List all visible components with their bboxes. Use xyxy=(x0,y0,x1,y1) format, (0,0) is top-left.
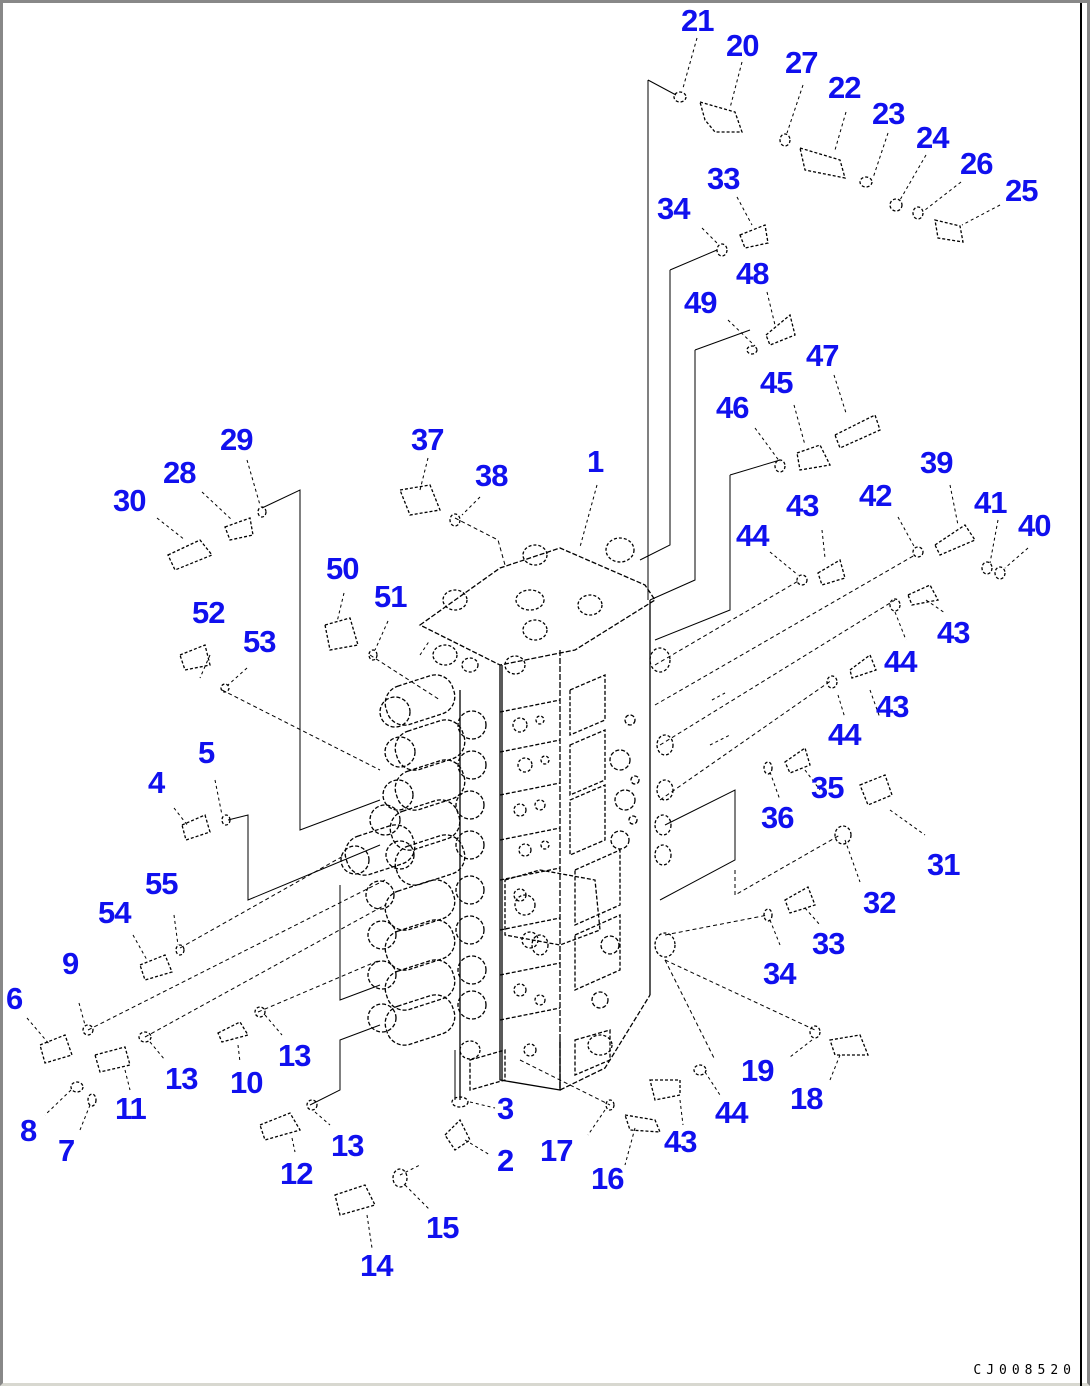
callout-46: 46 xyxy=(716,390,749,425)
callout-44-right-1: 44 xyxy=(884,644,917,679)
callout-leader-ticks xyxy=(26,37,1029,1249)
callout-13-lower: 13 xyxy=(331,1128,364,1163)
callout-2: 2 xyxy=(497,1143,514,1178)
callout-44-bottom: 44 xyxy=(715,1095,748,1130)
callout-50: 50 xyxy=(326,551,359,586)
callout-38: 38 xyxy=(475,458,508,493)
callout-24: 24 xyxy=(916,120,949,155)
callout-16: 16 xyxy=(591,1161,624,1196)
callout-4: 4 xyxy=(148,765,165,800)
callout-47: 47 xyxy=(806,338,839,373)
callout-15: 15 xyxy=(426,1210,459,1245)
callout-37: 37 xyxy=(411,422,444,457)
callout-44-right-2: 44 xyxy=(828,717,861,752)
callout-43-bottom: 43 xyxy=(664,1124,697,1159)
callout-45: 45 xyxy=(760,365,793,400)
solenoid-valve-stack xyxy=(340,674,487,1100)
callout-34-lower: 34 xyxy=(763,956,796,991)
control-valve-body xyxy=(418,537,676,1091)
callout-48: 48 xyxy=(736,256,769,291)
callout-27: 27 xyxy=(785,45,818,80)
callout-40: 40 xyxy=(1018,508,1051,543)
callout-43-right-2: 43 xyxy=(876,689,909,724)
callout-39: 39 xyxy=(920,445,953,480)
callout-49: 49 xyxy=(684,285,717,320)
callout-5: 5 xyxy=(198,735,215,770)
callout-53: 53 xyxy=(243,624,276,659)
callout-9: 9 xyxy=(62,946,79,981)
callout-17: 17 xyxy=(540,1133,573,1168)
callout-18: 18 xyxy=(790,1081,823,1116)
callout-8: 8 xyxy=(20,1113,37,1148)
callout-43-top: 43 xyxy=(786,488,819,523)
callout-30: 30 xyxy=(113,483,146,518)
callout-41: 41 xyxy=(974,485,1007,520)
callout-1: 1 xyxy=(587,444,604,479)
exploded-parts xyxy=(39,91,1006,1216)
callout-43-right-1: 43 xyxy=(937,615,970,650)
callout-7: 7 xyxy=(58,1133,75,1168)
callout-10: 10 xyxy=(230,1065,263,1100)
callout-6: 6 xyxy=(6,981,23,1016)
drawing-code: CJ008520 xyxy=(973,1363,1076,1378)
callout-28: 28 xyxy=(163,455,196,490)
callout-55: 55 xyxy=(145,866,178,901)
callout-19: 19 xyxy=(741,1053,774,1088)
leader-lines xyxy=(87,79,916,1176)
callout-13-mid: 13 xyxy=(278,1038,311,1073)
callout-13-left: 13 xyxy=(165,1061,198,1096)
callout-21: 21 xyxy=(681,3,714,38)
frame-right-rule xyxy=(1080,3,1082,1386)
callout-29: 29 xyxy=(220,422,253,457)
callout-42: 42 xyxy=(859,478,892,513)
callout-33-lower: 33 xyxy=(812,926,845,961)
callout-33: 33 xyxy=(707,161,740,196)
callout-20: 20 xyxy=(726,28,759,63)
callout-32: 32 xyxy=(863,885,896,920)
callout-54: 54 xyxy=(98,895,131,930)
callout-11: 11 xyxy=(115,1091,147,1126)
callout-23: 23 xyxy=(872,96,905,131)
callout-31: 31 xyxy=(927,847,960,882)
callout-36: 36 xyxy=(761,800,794,835)
callout-34: 34 xyxy=(657,191,690,226)
callout-51: 51 xyxy=(374,579,407,614)
callout-22: 22 xyxy=(828,70,861,105)
callout-35: 35 xyxy=(811,770,844,805)
callout-12: 12 xyxy=(280,1156,313,1191)
callout-52: 52 xyxy=(192,595,225,630)
callout-14: 14 xyxy=(360,1248,393,1283)
callout-44-top: 44 xyxy=(736,518,769,553)
callout-25: 25 xyxy=(1005,173,1038,208)
callout-26: 26 xyxy=(960,146,993,181)
callout-3: 3 xyxy=(497,1091,514,1126)
